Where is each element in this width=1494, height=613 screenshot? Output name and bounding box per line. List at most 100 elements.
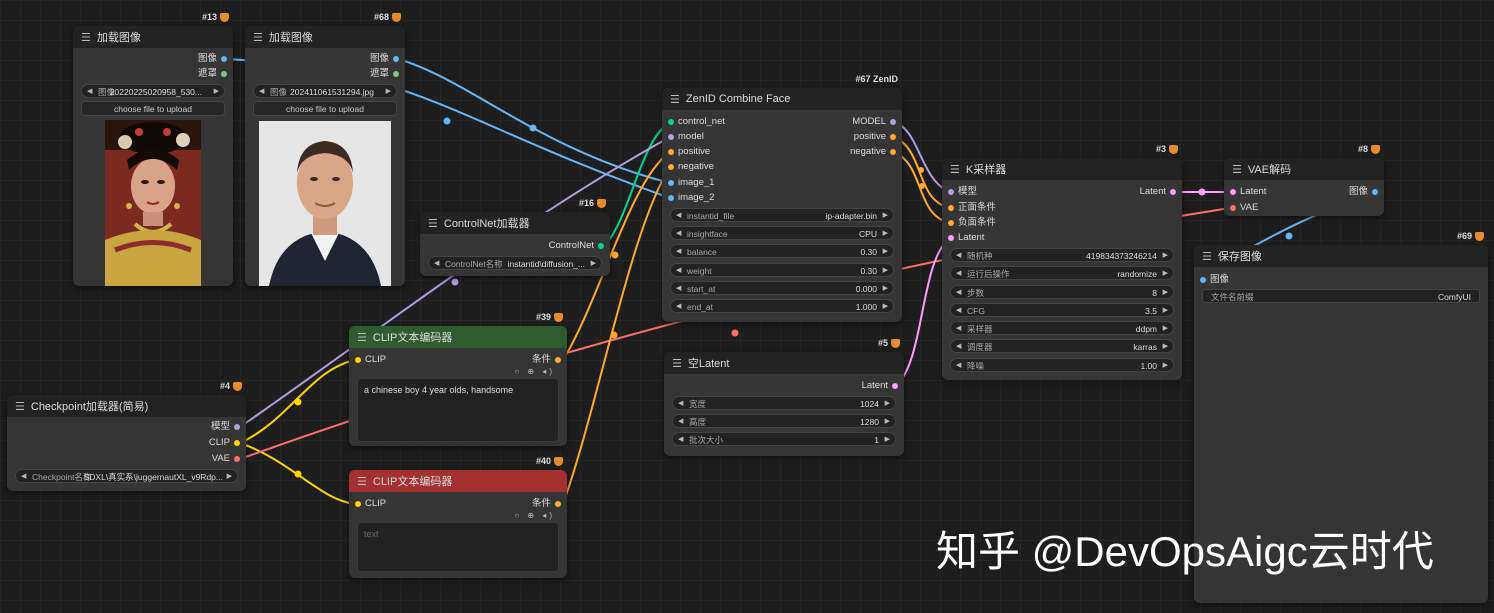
menu-icon[interactable]: ☰	[81, 31, 91, 44]
input-positive[interactable]: positive	[668, 145, 710, 159]
menu-icon[interactable]: ☰	[670, 93, 680, 106]
wire-clip-neg	[239, 442, 356, 505]
output-clip[interactable]: CLIP	[209, 436, 240, 450]
node-title[interactable]: ☰Checkpoint加载器(简易)	[7, 395, 246, 417]
node-title[interactable]: ☰空Latent	[664, 352, 904, 374]
output-mask[interactable]: 遮罩	[370, 67, 399, 81]
menu-icon[interactable]: ☰	[357, 331, 367, 344]
output-positive[interactable]: positive	[854, 130, 896, 144]
wire-controlnet	[603, 121, 671, 247]
prompt-textarea[interactable]: a chinese boy 4 year olds, handsome	[357, 378, 559, 442]
node-title[interactable]: ☰CLIP文本编码器	[349, 470, 567, 492]
node-zenid-combine-face[interactable]: #67 ZenID ☰ZenID Combine Face control_ne…	[662, 74, 902, 322]
node-ksampler[interactable]: #3 ☰K采样器 模型 正面条件 负面条件 Latent Latent ◀随机种…	[942, 144, 1182, 380]
input-clip[interactable]: CLIP	[355, 353, 386, 367]
node-title[interactable]: ☰ZenID Combine Face	[662, 88, 902, 110]
output-image[interactable]: 图像	[370, 52, 399, 66]
output-negative[interactable]: negative	[850, 145, 896, 159]
input-latent[interactable]: Latent	[948, 231, 984, 245]
output-model[interactable]: 模型	[211, 420, 240, 434]
node-checkpoint-loader[interactable]: #4 ☰Checkpoint加载器(简易) 模型 CLIP VAE ◀Check…	[7, 381, 246, 491]
node-clip-text-negative[interactable]: #40 ☰CLIP文本编码器 CLIP 条件 ○ ⊕ ◂) text	[349, 456, 567, 578]
upload-button[interactable]: choose file to upload	[81, 101, 225, 116]
output-image[interactable]: 图像	[1349, 185, 1378, 199]
menu-icon[interactable]: ☰	[672, 357, 682, 370]
node-title[interactable]: ☰加载图像	[245, 26, 405, 48]
node-clip-text-positive[interactable]: #39 ☰CLIP文本编码器 CLIP 条件 ○ ⊕ ◂) a chinese …	[349, 312, 567, 446]
output-conditioning[interactable]: 条件	[532, 353, 561, 367]
node-title[interactable]: ☰ControlNet加载器	[420, 212, 610, 234]
node-title[interactable]: ☰加载图像	[73, 26, 233, 48]
input-control-net[interactable]: control_net	[668, 115, 725, 129]
input-positive[interactable]: 正面条件	[948, 201, 996, 215]
node-controlnet-loader[interactable]: #16 ☰ControlNet加载器 ControlNet ◀ControlNe…	[420, 198, 610, 276]
input-negative[interactable]: 负面条件	[948, 216, 996, 230]
upload-button[interactable]: choose file to upload	[253, 101, 397, 116]
menu-icon[interactable]: ☰	[15, 400, 25, 413]
input-latent[interactable]: Latent	[1230, 185, 1266, 199]
input-image-1[interactable]: image_1	[668, 176, 714, 190]
input-vae[interactable]: VAE	[1230, 201, 1258, 215]
wire-image-68	[397, 58, 671, 184]
menu-icon[interactable]: ☰	[357, 475, 367, 488]
menu-icon[interactable]: ☰	[950, 163, 960, 176]
output-vae[interactable]: VAE	[212, 452, 240, 466]
output-mask[interactable]: 遮罩	[198, 67, 227, 81]
widget-toggle-icons[interactable]: ○ ⊕ ◂)	[514, 367, 555, 376]
menu-icon[interactable]: ☰	[428, 217, 438, 230]
node-title[interactable]: ☰保存图像	[1194, 245, 1488, 267]
node-id-badge: #13	[202, 12, 229, 22]
input-image[interactable]: 图像	[1200, 273, 1229, 287]
output-conditioning[interactable]: 条件	[532, 497, 561, 511]
node-title[interactable]: ☰K采样器	[942, 158, 1182, 180]
node-title[interactable]: ☰CLIP文本编码器	[349, 326, 567, 348]
fox-icon	[1371, 144, 1380, 154]
fox-icon	[554, 312, 563, 322]
node-vae-decode[interactable]: #8 ☰VAE解码 Latent VAE 图像	[1224, 144, 1384, 216]
output-latent[interactable]: Latent	[862, 379, 898, 393]
prompt-textarea[interactable]: text	[357, 522, 559, 572]
output-model[interactable]: MODEL	[852, 115, 896, 129]
output-image[interactable]: 图像	[198, 52, 227, 66]
node-title[interactable]: ☰VAE解码	[1224, 158, 1384, 180]
input-negative[interactable]: negative	[668, 160, 714, 174]
menu-icon[interactable]: ☰	[1202, 250, 1212, 263]
output-latent[interactable]: Latent	[1140, 185, 1176, 199]
menu-icon[interactable]: ☰	[253, 31, 263, 44]
input-model[interactable]: 模型	[948, 185, 977, 199]
menu-icon[interactable]: ☰	[1232, 163, 1242, 176]
node-id-badge: #3	[1156, 144, 1178, 154]
node-id-badge: #16	[579, 198, 606, 208]
output-controlnet[interactable]: ControlNet	[549, 239, 604, 253]
input-clip[interactable]: CLIP	[355, 497, 386, 511]
input-image-2[interactable]: image_2	[668, 191, 714, 205]
node-id-badge: #69	[1457, 231, 1484, 241]
input-model[interactable]: model	[668, 130, 704, 144]
widget-toggle-icons[interactable]: ○ ⊕ ◂)	[514, 511, 555, 520]
